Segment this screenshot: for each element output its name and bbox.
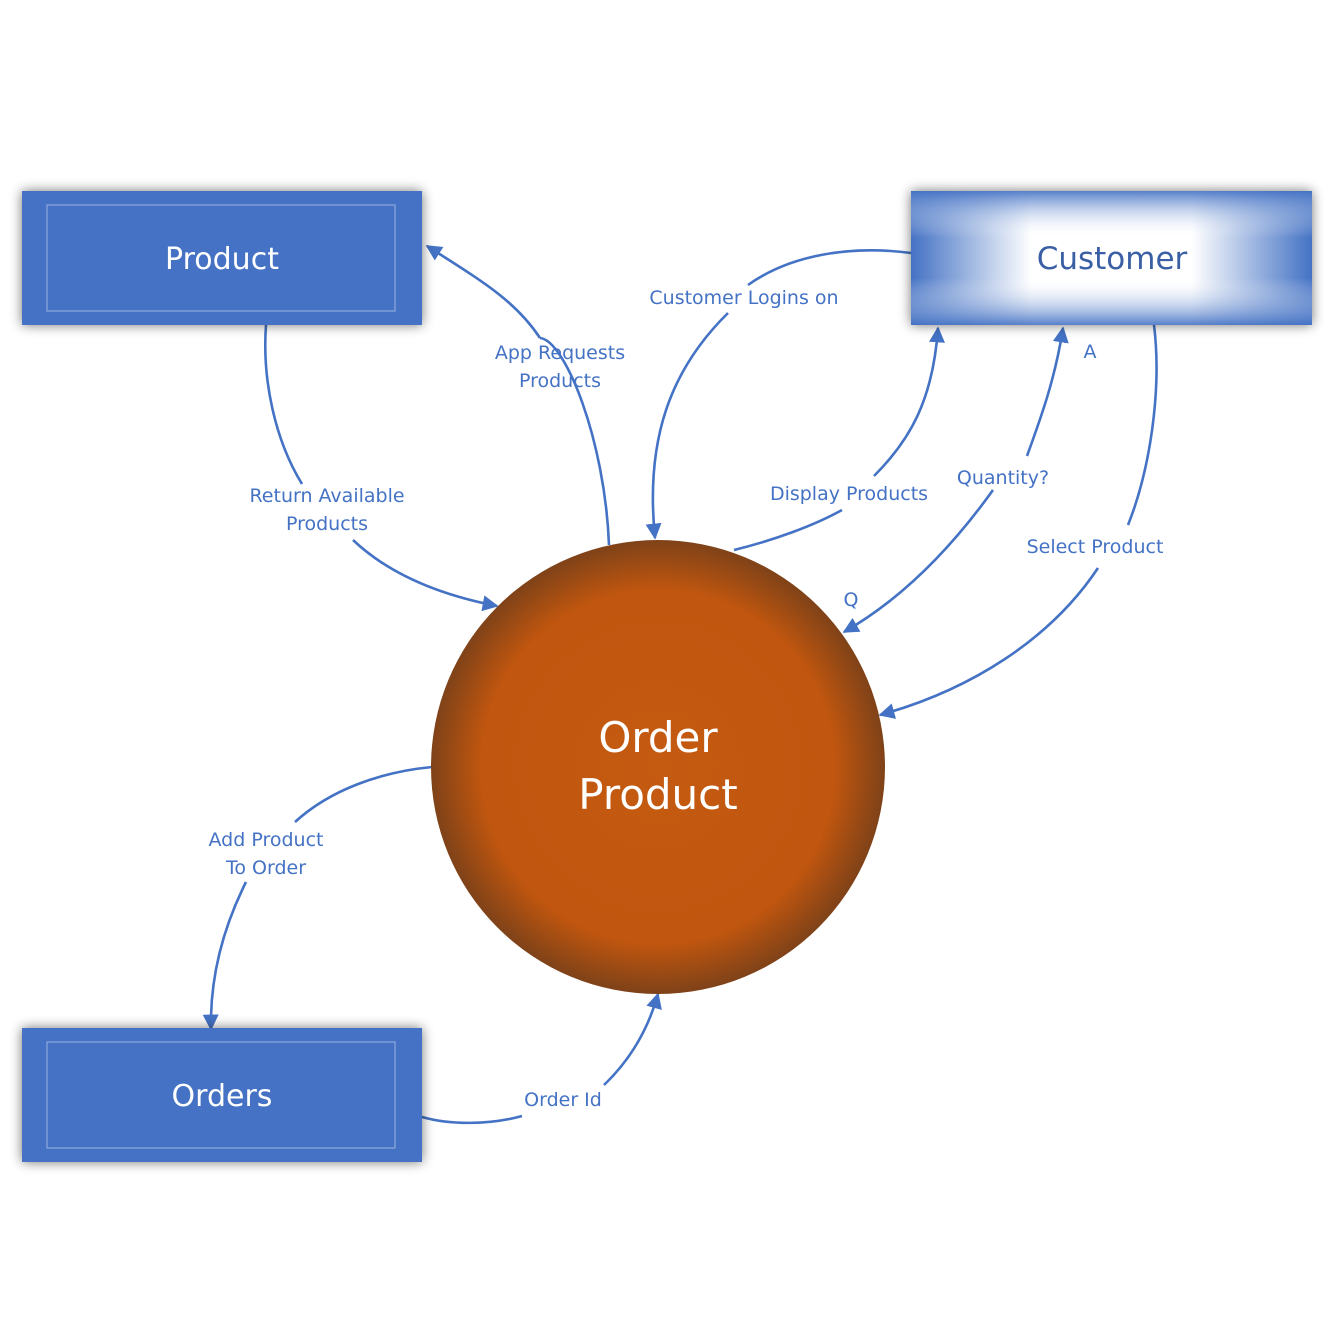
entity-product-label: Product (165, 242, 279, 277)
process-label-line1: Order (598, 713, 718, 762)
label-customer-logins: Customer Logins on (649, 287, 838, 309)
label-quantity: Quantity? (957, 467, 1049, 489)
entity-customer-label: Customer (1037, 241, 1188, 277)
flow-select-product-2 (878, 567, 1100, 719)
flow-display-products (733, 508, 843, 552)
entity-orders[interactable]: Orders (22, 1028, 422, 1162)
label-add-product-line1: Add Product (209, 829, 324, 851)
label-add-product-line2: To Order (225, 857, 306, 879)
flow-quantity-up (1025, 326, 1069, 457)
flow-app-requests (427, 246, 611, 546)
flow-return-available (264, 324, 304, 485)
flow-add-product (294, 765, 433, 823)
flow-quantity-down (842, 489, 995, 634)
process-order-product[interactable]: Order Product (431, 540, 885, 994)
label-display-products: Display Products (770, 483, 928, 505)
label-quantity-q: Q (844, 589, 859, 611)
process-label-line2: Product (578, 770, 737, 819)
label-app-requests-line2: Products (519, 370, 601, 392)
flow-customer-logins (747, 249, 912, 287)
entity-orders-label: Orders (172, 1079, 273, 1114)
flow-select-product (1126, 324, 1158, 526)
flow-order-id-2 (603, 992, 662, 1086)
flow-customer-logins-2 (645, 312, 729, 540)
flow-display-products-2 (873, 326, 945, 477)
flow-return-available-2 (352, 539, 499, 612)
entity-product[interactable]: Product (22, 191, 422, 325)
label-quantity-a: A (1084, 341, 1097, 363)
label-return-available-line2: Products (286, 513, 368, 535)
label-select-product: Select Product (1027, 536, 1164, 558)
label-app-requests-line1: App Requests (495, 342, 625, 364)
flow-order-id (421, 1114, 523, 1125)
label-return-available-line1: Return Available (249, 485, 404, 507)
flow-add-product-2 (202, 881, 248, 1031)
label-order-id: Order Id (524, 1089, 602, 1111)
entity-customer[interactable]: Customer (911, 191, 1312, 325)
